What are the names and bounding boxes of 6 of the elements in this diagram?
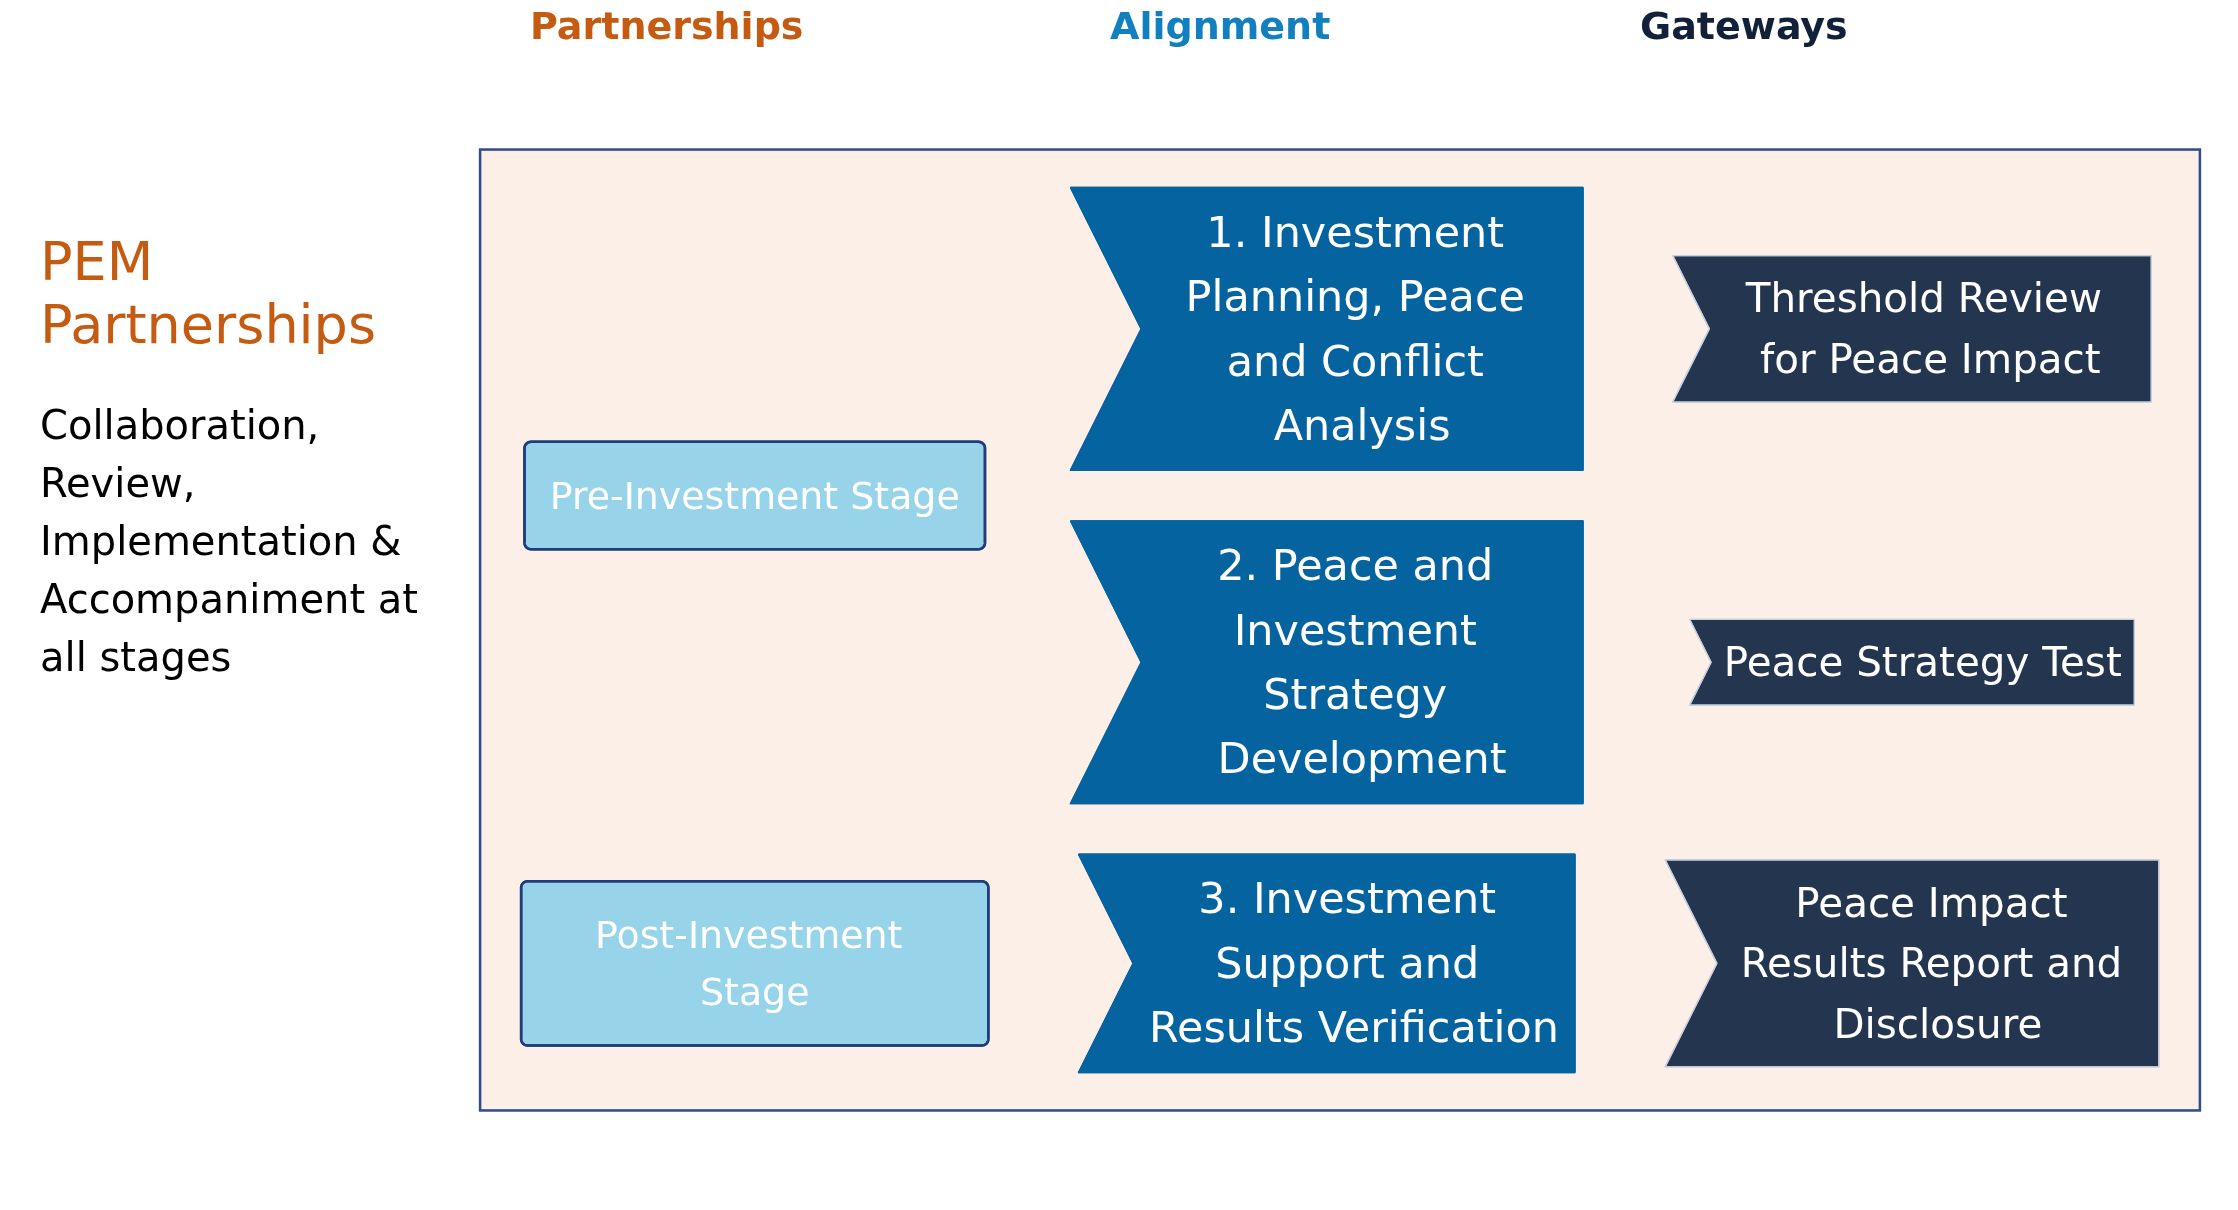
description-text: Collaboration, Review, Implementation & Accompaniment at all stages xyxy=(40,401,419,682)
cluster xyxy=(478,148,2202,1112)
column-heading: Alignment xyxy=(1110,4,1331,48)
column-heading: Gateways xyxy=(1640,4,1848,48)
section-heading: PEM Partnerships xyxy=(40,230,378,356)
column-heading: Partnerships xyxy=(530,4,804,48)
